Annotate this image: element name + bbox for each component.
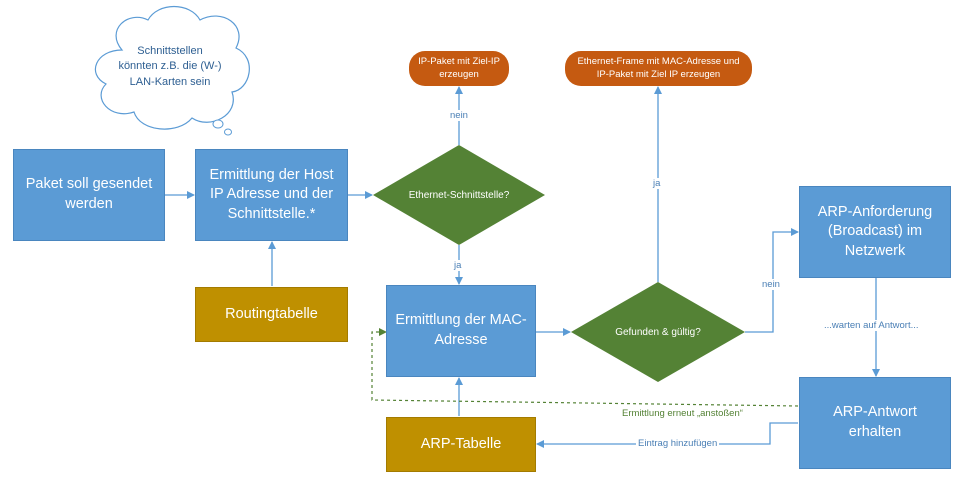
ethernet-decision-label: Ethernet-Schnittstelle?: [408, 189, 510, 201]
thought-cloud: [94, 6, 250, 136]
label-nein-gefunden: nein: [760, 279, 782, 290]
label-ja-ethernet: ja: [452, 260, 464, 271]
node-ip-paket: IP-Paket mit Ziel-IP erzeugen: [409, 51, 509, 86]
label-nein-ethernet: nein: [448, 110, 470, 121]
node-arp-anforderung: ARP-Anforderung (Broadcast) im Netzwerk: [799, 186, 951, 278]
node-host-ip: Ermittlung der Host IP Adresse und der S…: [195, 149, 348, 241]
label-warten: ...warten auf Antwort...: [822, 320, 921, 331]
gefunden-decision-label: Gefunden & gültig?: [615, 326, 701, 338]
ethernet-decision-diamond: [373, 145, 545, 245]
cloud-text: Schnittstellen könnten z.B. die (W-) LAN…: [118, 44, 222, 88]
gefunden-decision-diamond: [571, 282, 745, 382]
label-erneut: Ermittlung erneut „anstoßen“: [620, 408, 745, 419]
node-arp-antwort: ARP-Antwort erhalten: [799, 377, 951, 469]
node-mac: Ermittlung der MAC-Adresse: [386, 285, 536, 377]
label-ja-gefunden: ja: [651, 178, 663, 189]
node-paket: Paket soll gesendet werden: [13, 149, 165, 241]
label-eintrag: Eintrag hinzufügen: [636, 438, 720, 449]
node-arp-tabelle: ARP-Tabelle: [386, 417, 536, 472]
node-routingtabelle: Routingtabelle: [195, 287, 348, 342]
node-ethernet-frame: Ethernet-Frame mit MAC-Adresse und IP-Pa…: [565, 51, 752, 86]
